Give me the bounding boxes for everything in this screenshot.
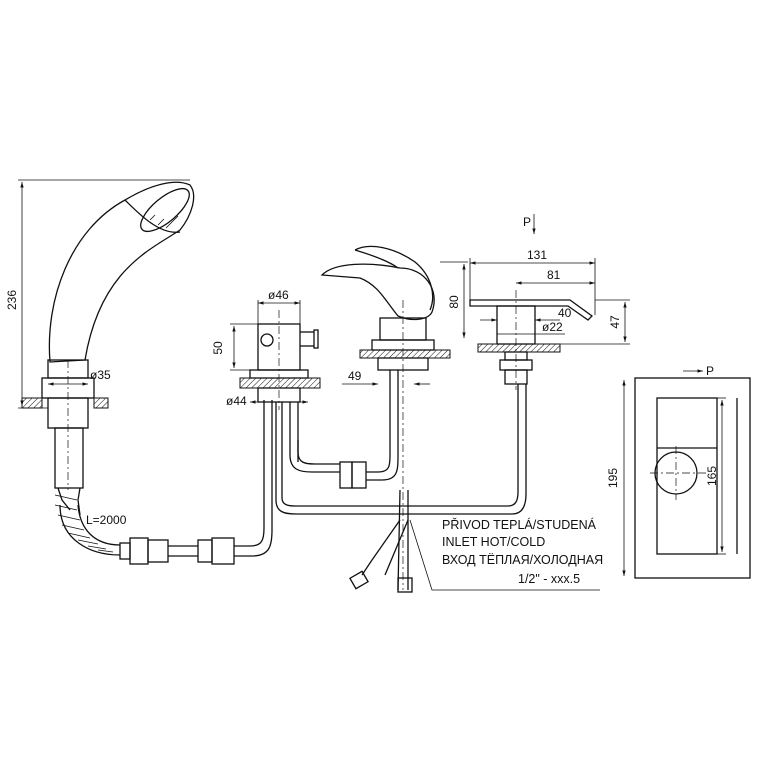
dim-diverter-base-diameter: ø44	[226, 394, 247, 408]
dim-lever-reach: 81	[547, 268, 561, 282]
dim-lever-base: 40	[558, 306, 572, 320]
dim-spout-offset: 49	[348, 369, 362, 383]
spout	[320, 245, 451, 590]
dim-shower-height: 236	[5, 290, 19, 310]
dim-lever-diameter: ø22	[542, 320, 563, 334]
dimension-lines	[18, 179, 726, 576]
dim-hose-length: L=2000	[86, 513, 127, 527]
dim-plate-inner-height: 165	[705, 466, 719, 486]
connecting-pipes	[275, 370, 600, 593]
diverter	[239, 310, 321, 410]
dim-plate-height: 195	[606, 468, 620, 488]
dim-diverter-height: 50	[211, 341, 225, 355]
plate-top-view	[634, 377, 751, 579]
dim-lever-total-length: 131	[527, 248, 547, 262]
inlet-note-line3: ВХОД ТЁПЛАЯ/ХОЛОДНАЯ	[442, 553, 603, 567]
dim-diverter-diameter: ø46	[268, 288, 289, 302]
dim-lever-height: 47	[608, 315, 622, 329]
inlet-note-line2: INLET HOT/COLD	[442, 535, 545, 549]
inlet-note-line1: PŘIVOD TEPLÁ/STUDENÁ	[442, 517, 597, 532]
dim-shower-holder-diameter: ø35	[90, 368, 111, 382]
lever-valve	[469, 290, 593, 390]
hose-fittings	[119, 400, 273, 565]
dim-spout-height: 80	[447, 295, 461, 309]
hand-shower	[21, 181, 195, 556]
inlet-note-line4: 1/2" - xxx.5	[518, 572, 580, 586]
pressure-label-top: P	[523, 215, 531, 229]
pressure-label-plate: P	[706, 364, 714, 378]
